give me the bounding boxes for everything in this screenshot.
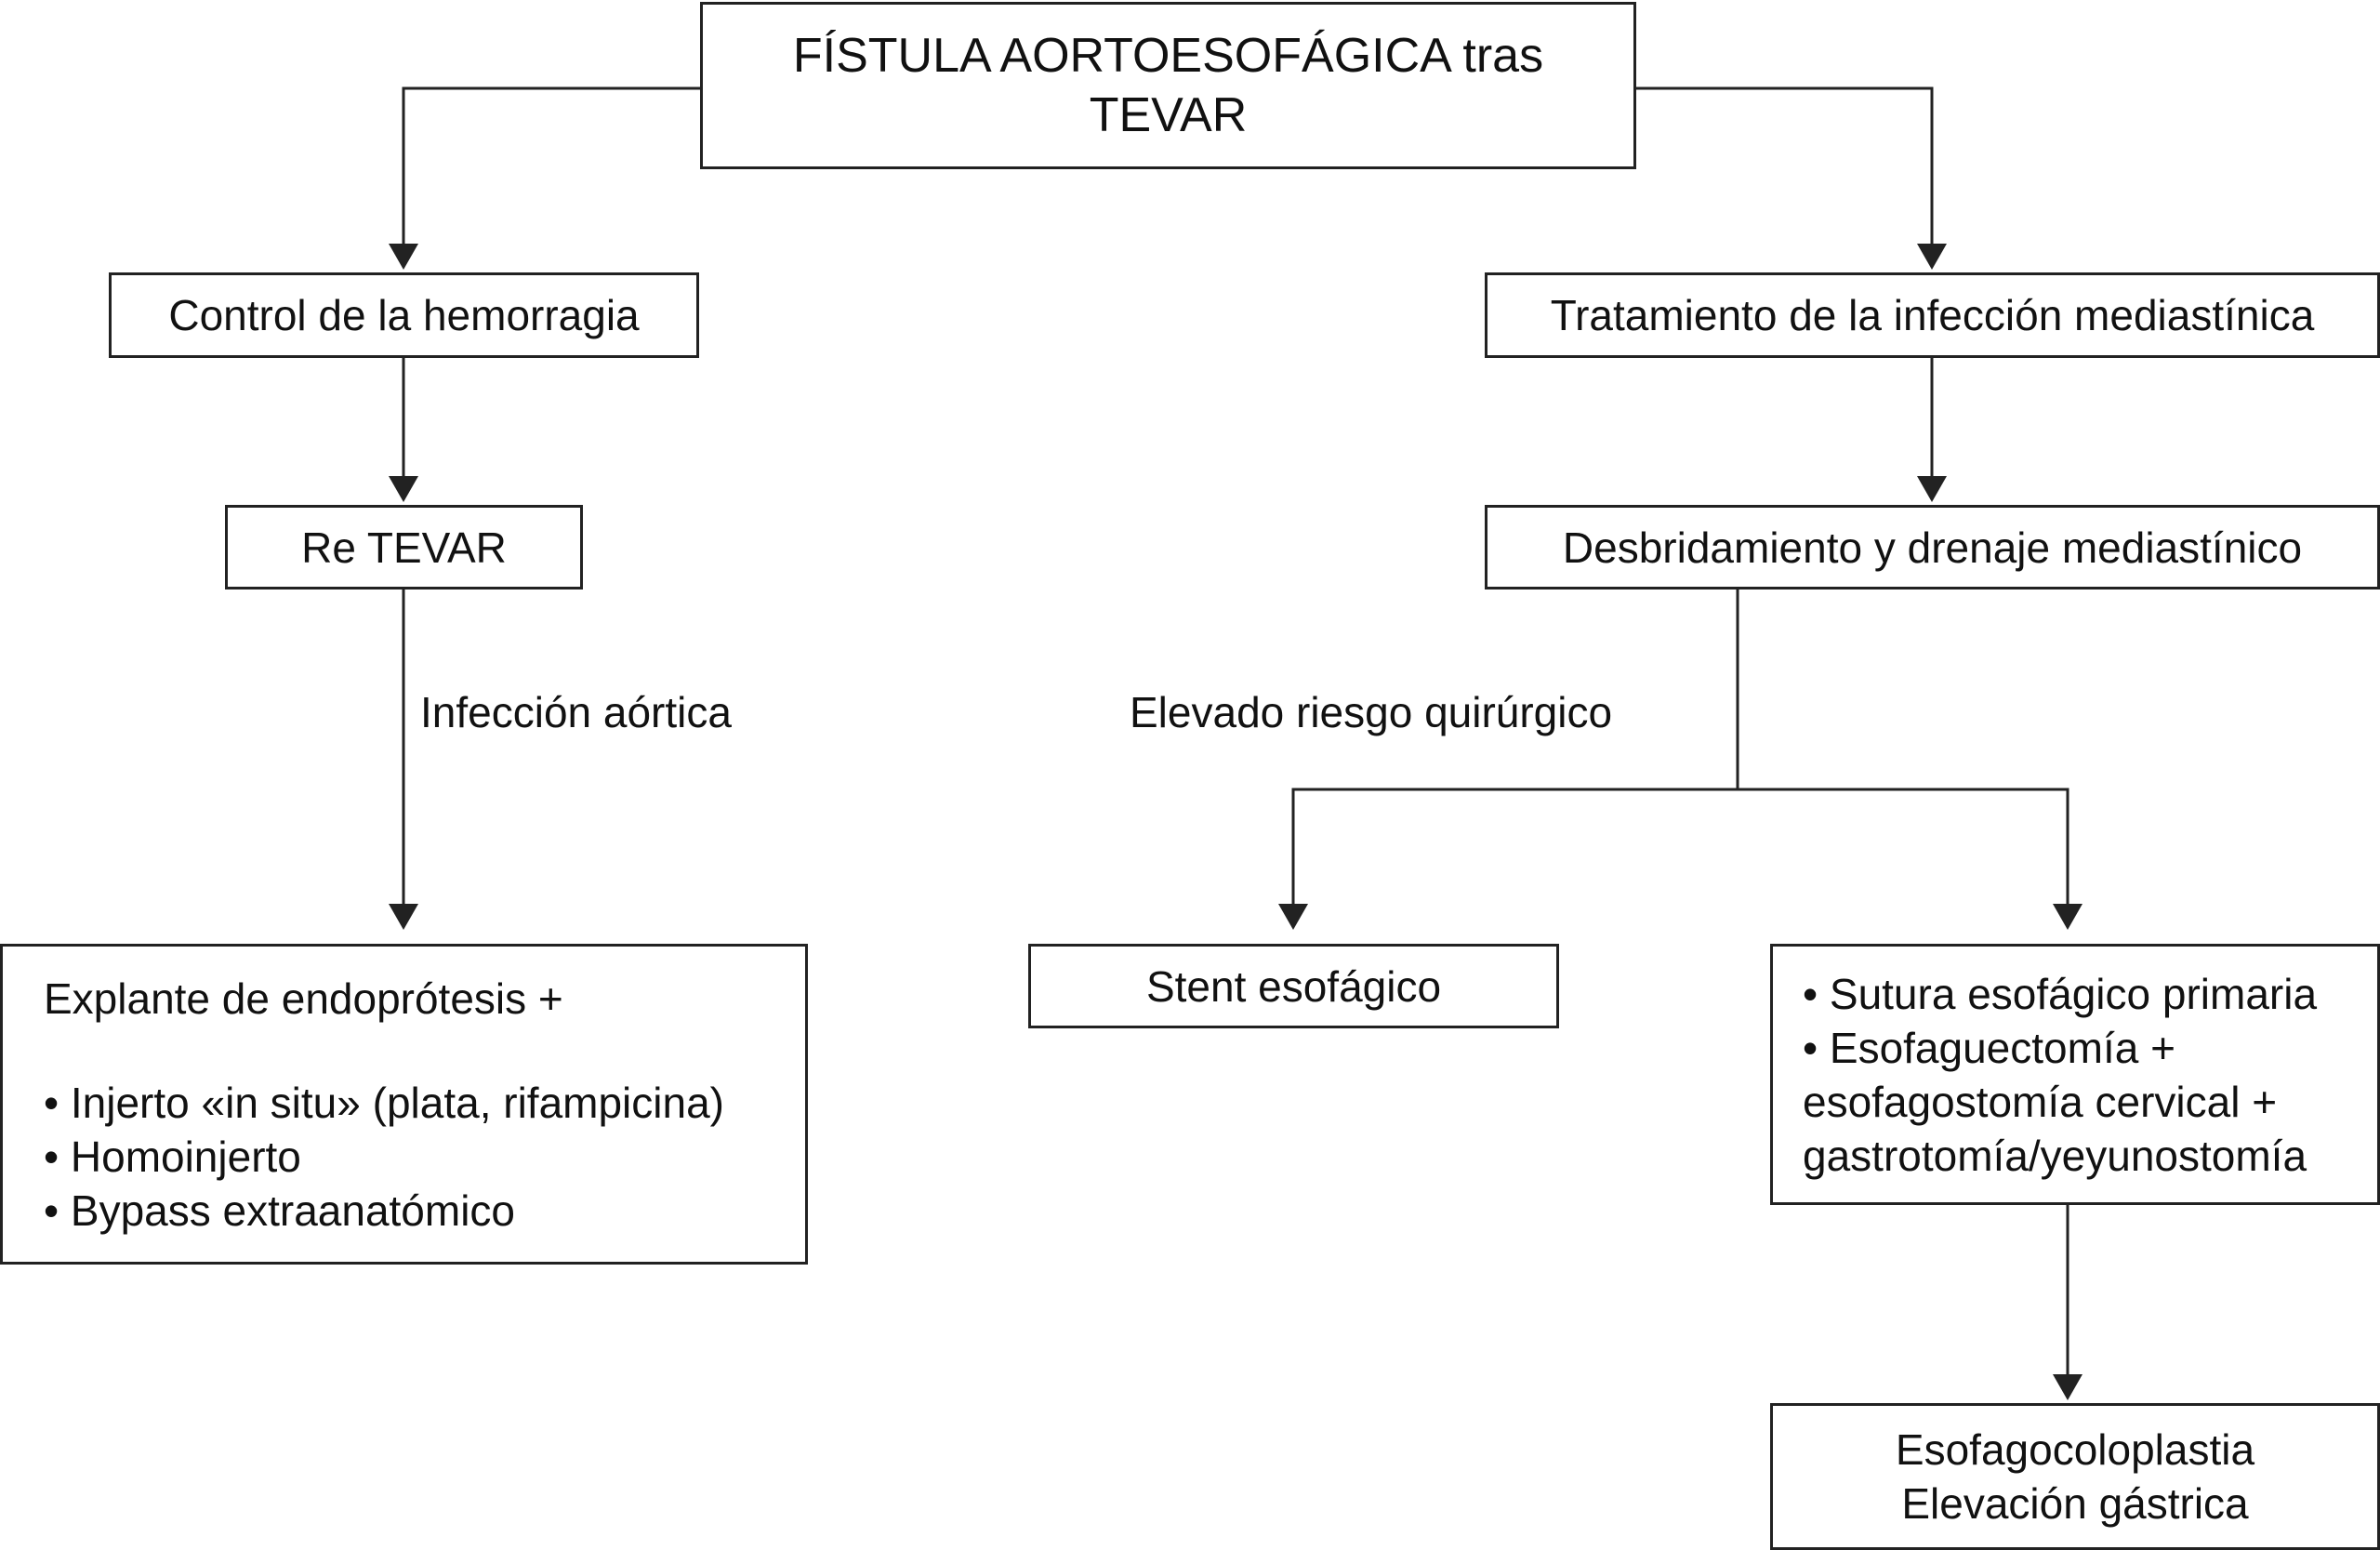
edge-label-aortic-infection: Infección aórtica [420,688,732,736]
arrowhead-control [389,244,418,270]
debridement-drainage-label: Desbridamiento y drenaje mediastínico [1562,523,2303,572]
surgical-repair-line: esofagostomía cervical + [1803,1077,2278,1126]
reconstruction-node: Esofagocoloplastia Elevación gástrica [1770,1403,2380,1550]
retevar-label: Re TEVAR [301,523,507,572]
retevar-node: Re TEVAR [225,505,583,590]
arrowhead-explant [389,904,418,930]
edge-split-to-surgery [1738,788,2069,904]
mediastinal-infection-treatment-label: Tratamiento de la infección mediastínica [1550,291,2315,339]
edge-title-to-control [402,86,700,244]
arrowhead-debridement [1917,476,1947,502]
control-hemorrhage-label: Control de la hemorragia [168,291,640,339]
surgical-repair-line: gastrotomía/yeyunostomía [1803,1131,2307,1180]
title-line-2: TEVAR [1089,88,1248,142]
title-node: FÍSTULA AORTOESOFÁGICA tras TEVAR [700,2,1636,169]
title-line-1: FÍSTULA AORTOESOFÁGICA tras [792,29,1544,83]
edge-split-to-stent [1291,788,1738,904]
explant-endoprosthesis-node: Explante de endoprótesis + • Injerto «in… [0,944,808,1265]
edge-label-high-surgical-risk: Elevado riesgo quirúrgico [1130,688,1613,736]
arrowhead-surgery [2053,904,2082,930]
mediastinal-infection-treatment-node: Tratamiento de la infección mediastínica [1485,272,2380,358]
surgical-repair-node: • Sutura esofágico primaria • Esofaguect… [1770,944,2380,1205]
esophageal-stent-label: Stent esofágico [1145,961,1442,1011]
arrowhead-stent [1278,904,1308,930]
arrowhead-retevar [389,476,418,502]
surgical-repair-line: • Sutura esofágico primaria [1803,969,2318,1018]
explant-item: • Homoinjerto [44,1132,301,1181]
arrowhead-treatment [1917,244,1947,270]
explant-heading: Explante de endoprótesis + [44,974,563,1023]
explant-item: • Injerto «in situ» (plata, rifampicina) [44,1078,724,1127]
surgical-repair-line: • Esofaguectomía + [1803,1023,2175,1072]
edge-title-to-treatment [1636,86,1934,244]
esophageal-stent-node: Stent esofágico [1028,944,1559,1028]
explant-item: • Bypass extraanatómico [44,1186,516,1235]
reconstruction-line: Esofagocoloplastia [1895,1425,2255,1474]
debridement-drainage-node: Desbridamiento y drenaje mediastínico [1485,505,2380,590]
control-hemorrhage-node: Control de la hemorragia [109,272,699,358]
arrowhead-reconstruction [2053,1374,2082,1400]
reconstruction-line: Elevación gástrica [1901,1479,2249,1528]
